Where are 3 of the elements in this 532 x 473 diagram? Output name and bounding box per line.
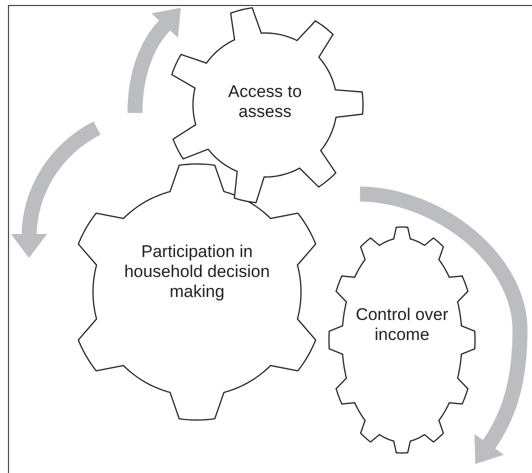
gear-label: Participation in household decision making xyxy=(123,242,271,302)
gear-label: Control over income xyxy=(354,305,450,345)
gear-label: Access to assess xyxy=(227,82,303,122)
